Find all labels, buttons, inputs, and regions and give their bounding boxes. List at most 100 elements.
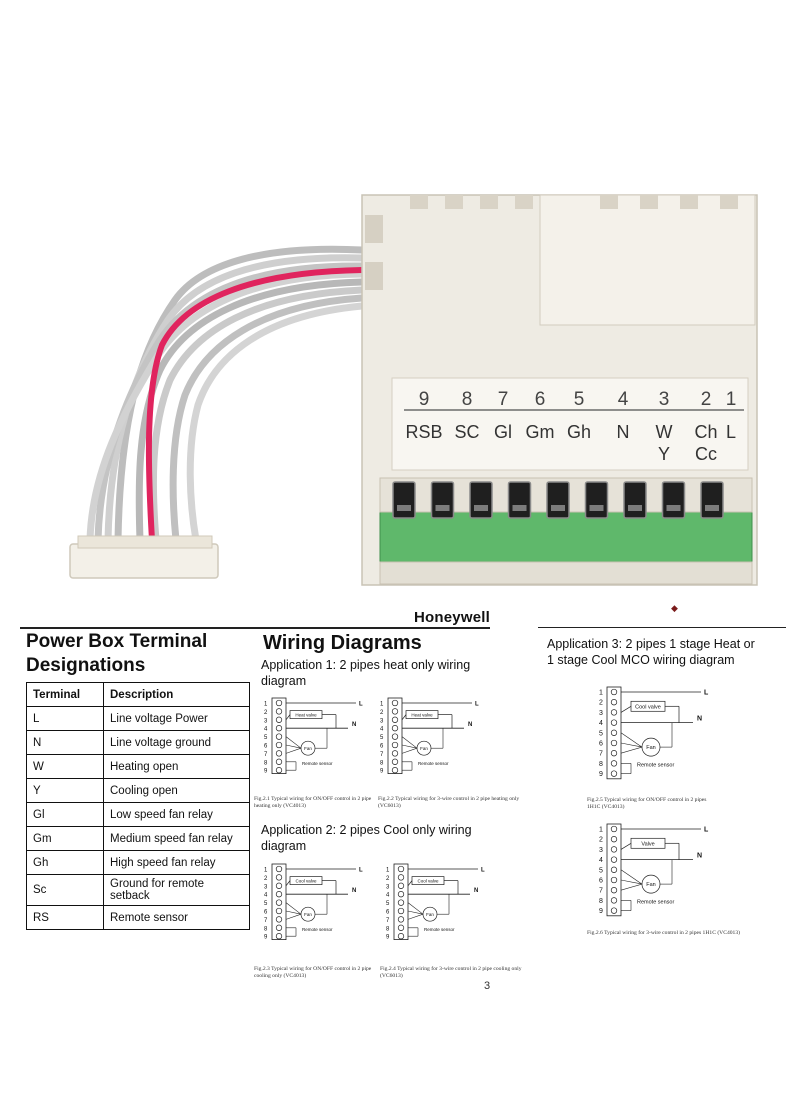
terminal-index: 5 xyxy=(380,735,384,741)
terminal-screw xyxy=(610,719,618,726)
terminal-screw xyxy=(397,907,405,915)
remote-sensor-label: Remote sensor xyxy=(418,761,449,766)
valve-wire xyxy=(407,880,413,887)
terminal-index: 7 xyxy=(386,918,390,924)
terminal-screw xyxy=(391,733,399,740)
caption-fig-2-4-line1: Fig.2.4 Typical wiring for 3-wire contro… xyxy=(380,966,522,972)
terminal-index: 1 xyxy=(599,827,603,834)
remote-sensor-label: Remote sensor xyxy=(302,927,333,932)
screw-clamp xyxy=(705,505,719,511)
terminal-screw xyxy=(610,699,618,706)
fan-label: Fan xyxy=(304,746,312,751)
screw-slot xyxy=(584,481,609,519)
terminal-screw xyxy=(610,846,618,853)
terminal-cell: Y xyxy=(26,778,104,803)
terminal-label: Gl xyxy=(494,422,512,442)
terminal-index: 3 xyxy=(599,847,603,854)
terminal-index: 8 xyxy=(386,926,390,932)
terminal-index: 9 xyxy=(599,908,603,915)
terminal-cell: RS xyxy=(26,905,104,930)
terminal-strip xyxy=(271,697,287,774)
description-cell: Low speed fan relay xyxy=(103,802,250,827)
terminal-index: 8 xyxy=(599,761,603,768)
terminal-index: 3 xyxy=(264,884,268,890)
description-cell: Line voltage ground xyxy=(103,730,250,755)
screw-slot xyxy=(469,481,493,519)
label-l: L xyxy=(359,868,363,874)
terminal-index: 1 xyxy=(264,868,268,874)
caption-fig-2-5-line1: Fig.2.5 Typical wiring for ON/OFF contro… xyxy=(587,797,707,803)
label-l: L xyxy=(481,868,485,874)
terminal-screw xyxy=(610,897,618,904)
terminal-screw xyxy=(275,916,283,923)
terminal-index: 5 xyxy=(264,901,268,907)
screw-clamp xyxy=(628,505,642,511)
description-cell: Line voltage Power xyxy=(103,706,250,731)
label-n: N xyxy=(474,888,478,894)
terminal-screw xyxy=(610,739,618,747)
terminal-label: SC xyxy=(454,422,479,442)
terminal-index: 5 xyxy=(386,901,390,907)
wire-harness xyxy=(86,245,366,544)
terminal-index: 9 xyxy=(599,771,603,778)
screw-slot xyxy=(546,481,570,519)
valve-wire xyxy=(620,843,632,850)
table-header-row: Terminal Description xyxy=(26,682,250,707)
remote-sensor-label: Remote sensor xyxy=(637,899,674,905)
screw-clamp xyxy=(474,505,488,511)
terminal-cell: Gm xyxy=(26,826,104,851)
terminal-index: 4 xyxy=(380,727,384,733)
caption-fig-2-5-line2: 1H1C (VC4013) xyxy=(587,804,625,810)
fan-wire xyxy=(401,736,418,749)
caption-fig-2-4-line2: (VC6013) xyxy=(380,973,403,979)
terminal-index: 3 xyxy=(380,718,384,724)
terminal-index: 9 xyxy=(264,769,268,775)
section-title-line1: Power Box Terminal xyxy=(26,631,208,652)
label-n: N xyxy=(468,722,472,728)
terminal-strip xyxy=(393,863,409,940)
terminal-cell: L xyxy=(26,706,104,731)
terminal-label: W xyxy=(656,422,673,442)
remote-sensor-label: Remote sensor xyxy=(302,761,333,766)
terminal-screw xyxy=(397,882,405,889)
terminal-index: 7 xyxy=(264,752,268,758)
terminal-index: 7 xyxy=(264,918,268,924)
fan-wire xyxy=(620,869,643,885)
fan-wire xyxy=(285,736,302,749)
terminal-index: 3 xyxy=(264,718,268,724)
terminal-index: 3 xyxy=(386,884,390,890)
terminal-screw xyxy=(275,725,283,732)
terminal-screw xyxy=(397,916,405,923)
caption-fig-2-6: Fig.2.6 Typical wiring for 3-wire contro… xyxy=(587,930,741,936)
valve-wire xyxy=(401,714,407,721)
fan-wire xyxy=(401,744,418,749)
valve-wire xyxy=(285,714,291,721)
section-title-line2: Designations xyxy=(26,655,146,676)
description-cell: Medium speed fan relay xyxy=(103,826,250,851)
terminal-number: 2 xyxy=(701,389,712,410)
valve-label: Cool valve xyxy=(295,879,317,884)
valve-label: Heat valve xyxy=(295,713,317,718)
label-n: N xyxy=(352,722,356,728)
fan-label: Fan xyxy=(420,746,428,751)
terminal-index: 2 xyxy=(264,710,268,716)
terminal-index: 7 xyxy=(380,752,384,758)
terminal-screw xyxy=(397,924,405,931)
terminal-screw xyxy=(397,865,405,873)
terminal-index: 9 xyxy=(386,935,390,941)
terminal-index: 4 xyxy=(264,727,268,733)
screw-clamp xyxy=(551,505,565,511)
terminal-index: 6 xyxy=(264,744,268,750)
terminal-strip xyxy=(387,697,403,774)
terminal-screw xyxy=(610,770,618,777)
caption-fig-2-1-line1: Fig.2.1 Typical wiring for ON/OFF contro… xyxy=(254,796,372,802)
terminal-index: 7 xyxy=(599,751,603,758)
terminal-screw xyxy=(275,741,283,749)
terminal-index: 8 xyxy=(380,760,384,766)
